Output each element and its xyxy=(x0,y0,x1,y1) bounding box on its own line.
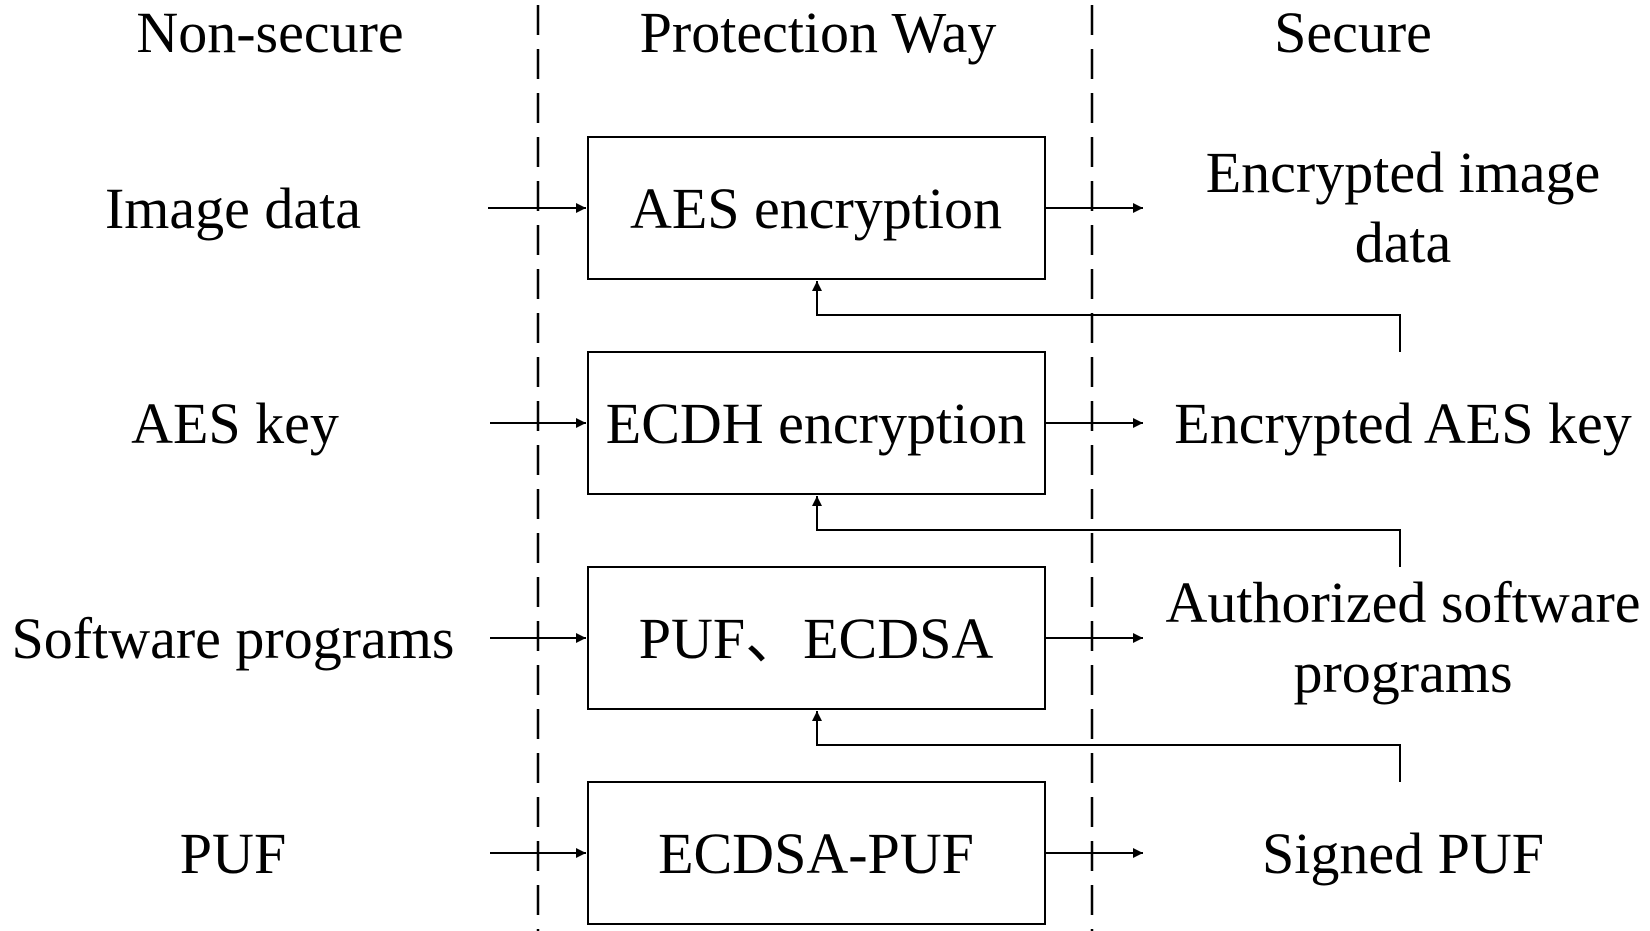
input-label-aes-key: AES key xyxy=(131,391,339,456)
process-label-aes-encryption: AES encryption xyxy=(630,176,1002,241)
output-label-authorized-software-programs: Authorized software xyxy=(1165,570,1640,635)
process-box-ecdsa-puf xyxy=(587,781,1046,925)
header-protection-way: Protection Way xyxy=(640,0,997,65)
process-box-puf-ecdsa xyxy=(587,566,1046,710)
header-non-secure: Non-secure xyxy=(136,0,403,65)
header-secure: Secure xyxy=(1274,0,1432,65)
process-label-puf-ecdsa: PUF、ECDSA xyxy=(639,606,994,671)
input-label-image-data: Image data xyxy=(105,176,361,241)
process-box-aes-encryption xyxy=(587,136,1046,280)
input-label-puf: PUF xyxy=(180,821,286,886)
process-box-ecdh-encryption xyxy=(587,351,1046,495)
output-label-signed-puf: Signed PUF xyxy=(1262,821,1544,886)
feedback-arrow xyxy=(812,496,1401,567)
process-label-ecdsa-puf: ECDSA-PUF xyxy=(658,821,974,886)
output-label-encrypted-image-data-line2: data xyxy=(1355,210,1452,275)
feedback-arrow xyxy=(812,281,1401,352)
input-label-software-programs: Software programs xyxy=(12,606,455,671)
process-label-ecdh-encryption: ECDH encryption xyxy=(606,391,1026,456)
output-label-encrypted-aes-key: Encrypted AES key xyxy=(1174,391,1631,456)
output-label-authorized-software-programs-line2: programs xyxy=(1293,640,1512,705)
output-label-encrypted-image-data: Encrypted image xyxy=(1206,140,1601,205)
feedback-arrow xyxy=(812,711,1401,782)
